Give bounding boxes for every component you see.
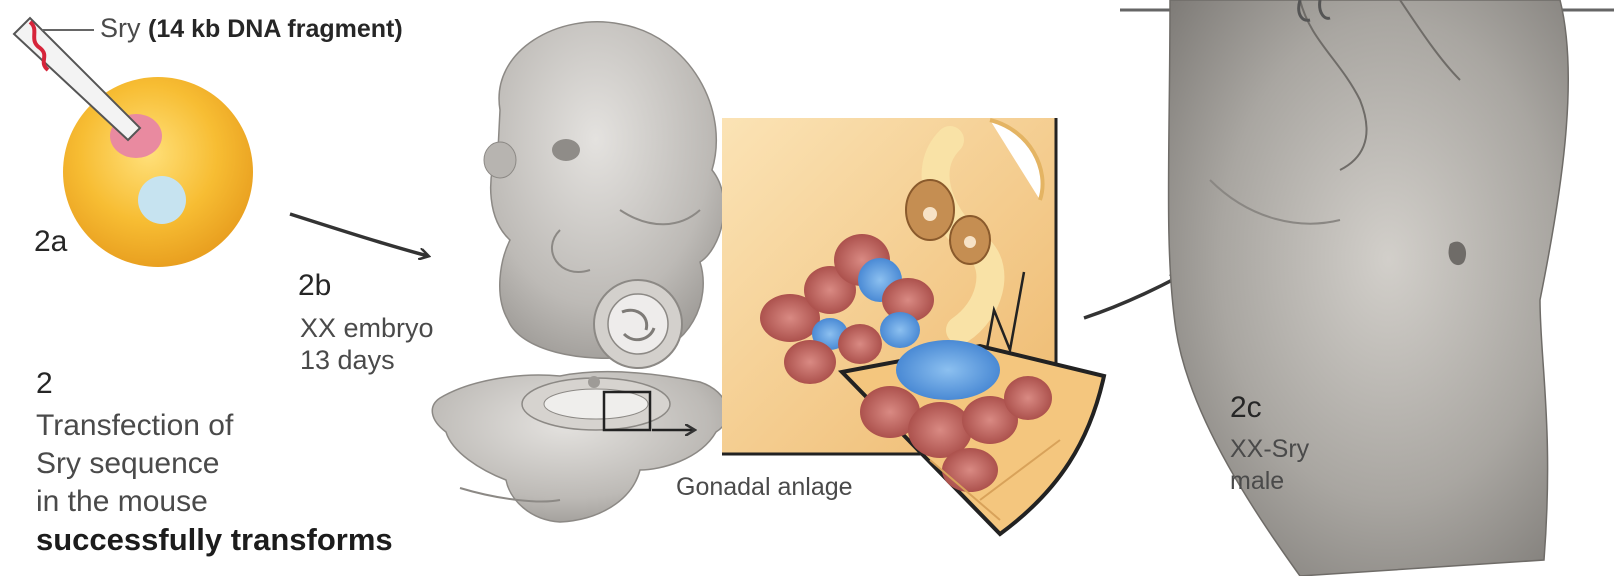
- male-label-line1: XX-Sry: [1230, 436, 1309, 462]
- description-line2: Sry sequence: [36, 448, 219, 480]
- injection-label: Sry (14 kb DNA fragment): [100, 14, 403, 42]
- female-pronucleus: [138, 176, 186, 224]
- embryo-illustration: [484, 22, 724, 368]
- male-label-line2: male: [1230, 468, 1284, 494]
- stage-label-2a: 2a: [34, 226, 67, 258]
- embryo-label-line1: XX embryo: [300, 314, 434, 342]
- xx-sry-mouse: [1120, 0, 1614, 576]
- stage-label-2c: 2c: [1230, 392, 1262, 424]
- arrow-egg-to-embryo: [290, 214, 428, 256]
- embryo-label-line2: 13 days: [300, 346, 395, 374]
- arrow-to-mouse: [1084, 276, 1180, 318]
- injection-gene: Sry: [100, 13, 141, 43]
- description-line1: Transfection of: [36, 410, 233, 442]
- description-number: 2: [36, 368, 53, 400]
- gonadal-anlage-caption: Gonadal anlage: [676, 474, 853, 500]
- description-line3: in the mouse: [36, 486, 208, 518]
- stage-label-2b: 2b: [298, 270, 331, 302]
- description-line4: successfully transforms: [36, 524, 393, 557]
- injection-fragment: (14 kb DNA fragment): [148, 15, 403, 43]
